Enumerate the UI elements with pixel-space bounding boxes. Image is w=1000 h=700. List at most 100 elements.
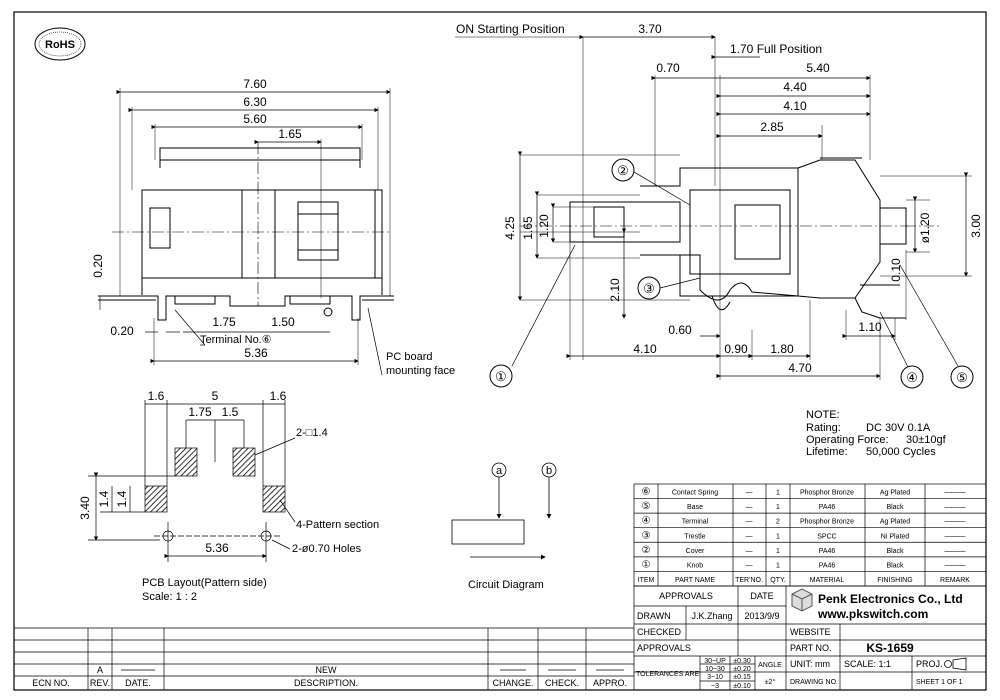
rohs-logo: RoHS: [34, 27, 86, 61]
side-view-dimensions: [455, 34, 972, 379]
pcb-dim-1-75: 1.75: [188, 405, 212, 419]
dim-4-25: 4.25: [503, 216, 517, 240]
dim-1-50: 1.50: [271, 315, 295, 329]
svg-text:①: ①: [495, 369, 507, 384]
dim-1-65: 1.65: [278, 127, 302, 141]
parts-cell-finish: Ag Plated: [880, 490, 910, 497]
angle-value: ±2°: [765, 678, 776, 686]
parts-cell-name: Knob: [687, 562, 703, 569]
dim-0-20-h: 0.20: [110, 324, 134, 338]
tol-range-3: ~3: [711, 683, 719, 690]
dim-1-75: 1.75: [212, 315, 236, 329]
pcb-note-pattern: 4-Pattern section: [296, 519, 379, 531]
pcb-dim-1-6-left: 1.6: [148, 389, 165, 403]
note-heading: NOTE:: [806, 409, 840, 421]
parts-cell-qty: 2: [776, 519, 780, 526]
parts-header: REMARK: [940, 577, 970, 584]
pattern-pad-bottom-left: [144, 485, 168, 513]
pc-board-label-1: PC board: [386, 351, 432, 363]
parts-cell-item: ④: [642, 516, 651, 527]
checked-label: CHECKED: [637, 627, 682, 637]
parts-cell-item: ②: [642, 545, 651, 556]
rev-header-check: CHECK.: [545, 678, 579, 688]
rev-header-ecn: ECN NO.: [32, 678, 70, 688]
parts-cell-finish: Black: [886, 504, 904, 511]
parts-cell-material: PA46: [819, 562, 836, 569]
pcb-dim-5-36: 5.36: [205, 541, 229, 555]
parts-cell-name: Terminal: [682, 519, 709, 526]
dim-0-90: 0.90: [724, 342, 748, 356]
parts-table: [633, 483, 987, 587]
projection-symbol-icon: [944, 657, 967, 671]
pcb-dim-1-4-b: 1.4: [115, 490, 129, 507]
callout-3: ③: [637, 276, 661, 300]
pattern-pad-top-left: [174, 447, 198, 477]
parts-cell-remark: ———: [945, 548, 966, 555]
pattern-pad-bottom-right: [262, 485, 286, 513]
parts-cell-remark: ———: [945, 562, 966, 569]
company-website: www.pkswitch.com: [817, 607, 928, 621]
dim-0-60: 0.60: [668, 323, 692, 337]
tol-value-1: ±0.20: [733, 666, 751, 673]
pcb-note-holes: 2-ø0.70 Holes: [292, 543, 362, 555]
front-view-dimensions: [99, 89, 391, 376]
dim-7-60: 7.60: [243, 77, 267, 91]
parts-cell-ter: —: [746, 504, 753, 511]
parts-cell-name: Base: [687, 504, 703, 511]
pattern-pad-top-right: [232, 447, 256, 477]
tol-range-2: 3~10: [707, 674, 723, 681]
terminal-b: b: [546, 465, 552, 477]
parts-cell-finish: Ni Plated: [881, 533, 910, 540]
parts-cell-name: Cover: [686, 548, 705, 555]
rev-header-description: DESCRIPTION.: [294, 678, 358, 688]
pcb-layout-title: PCB Layout(Pattern side): [142, 577, 267, 589]
dim-0-20-v: 0.20: [91, 254, 105, 278]
rev-header-change: CHANGE.: [492, 678, 533, 688]
drawn-date: 2013/9/9: [744, 611, 779, 621]
parts-header: TER'NO.: [735, 577, 763, 584]
svg-text:④: ④: [906, 370, 918, 385]
parts-cell-qty: 1: [776, 533, 780, 540]
parts-header: ITEM: [638, 577, 655, 584]
circuit-title: Circuit Diagram: [468, 579, 544, 591]
parts-cell-material: Phosphor Bronze: [800, 490, 854, 497]
approvals-label-2: APPROVALS: [637, 643, 691, 653]
dim-2-85: 2.85: [760, 120, 784, 134]
parts-cell-qty: 1: [776, 504, 780, 511]
angle-label: ANGLE: [758, 662, 782, 669]
parts-cell-ter: —: [746, 548, 753, 555]
note-force-value: 30±10gf: [906, 434, 947, 446]
company-name: Penk Electronics Co., Ltd: [818, 592, 963, 606]
terminal-label: Terminal No.⑥: [200, 334, 272, 346]
pcb-layout-scale: Scale: 1 : 2: [142, 591, 197, 603]
tol-range-1: 10~30: [705, 666, 725, 673]
callout-5: ⑤: [950, 365, 974, 389]
title-block: [633, 585, 987, 691]
parts-header: PART NAME: [675, 577, 715, 584]
parts-cell-remark: ———: [945, 519, 966, 526]
tolerances-label: TOLERANCES ARE: [636, 671, 700, 678]
unit-label: UNIT: mm: [790, 659, 830, 669]
revision-description: NEW: [316, 665, 338, 675]
dim-5-40: 5.40: [806, 61, 830, 75]
note-life-value: 50,000 Cycles: [866, 446, 936, 458]
part-no-label: PART NO.: [790, 643, 832, 653]
tol-value-0: ±0.30: [733, 658, 751, 665]
parts-cell-remark: ———: [945, 504, 966, 511]
drawing-no-label: DRAWING NO.: [790, 679, 838, 686]
note-rating-value: DC 30V 0.1A: [866, 422, 931, 434]
dim-5-60: 5.60: [243, 112, 267, 126]
note-rating-label: Rating:: [806, 422, 841, 434]
pc-board-label-2: mounting face: [386, 365, 455, 377]
parts-cell-finish: Black: [886, 562, 904, 569]
circuit-diagram: [451, 462, 557, 560]
parts-cell-qty: 1: [776, 490, 780, 497]
note-life-label: Lifetime:: [806, 446, 848, 458]
pcb-dim-1-4-a: 1.4: [97, 490, 111, 507]
svg-text:②: ②: [617, 163, 629, 178]
pcb-dim-3-40: 3.40: [78, 496, 92, 520]
pcb-dim-1-6-right: 1.6: [270, 389, 287, 403]
rev-header-appro: APPRO.: [593, 678, 627, 688]
dim-0-10-v: 0.10: [889, 258, 903, 282]
